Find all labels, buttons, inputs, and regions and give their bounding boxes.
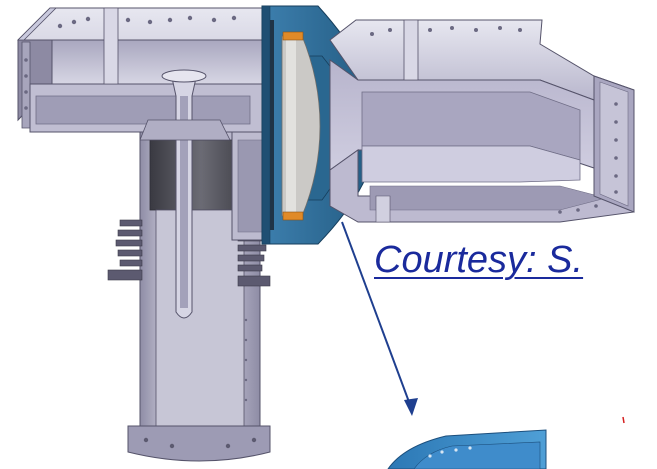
- red-tick-mark: [622, 416, 625, 424]
- window-detail-preview: [387, 429, 547, 469]
- courtesy-caption: Courtesy: S.: [374, 239, 584, 281]
- left-waveguide-section: [17, 7, 263, 133]
- junction-block: [231, 131, 267, 241]
- vertical-tube-section: [107, 69, 271, 462]
- arrow-down-right-icon: [341, 221, 418, 416]
- right-waveguide-section: [329, 19, 635, 223]
